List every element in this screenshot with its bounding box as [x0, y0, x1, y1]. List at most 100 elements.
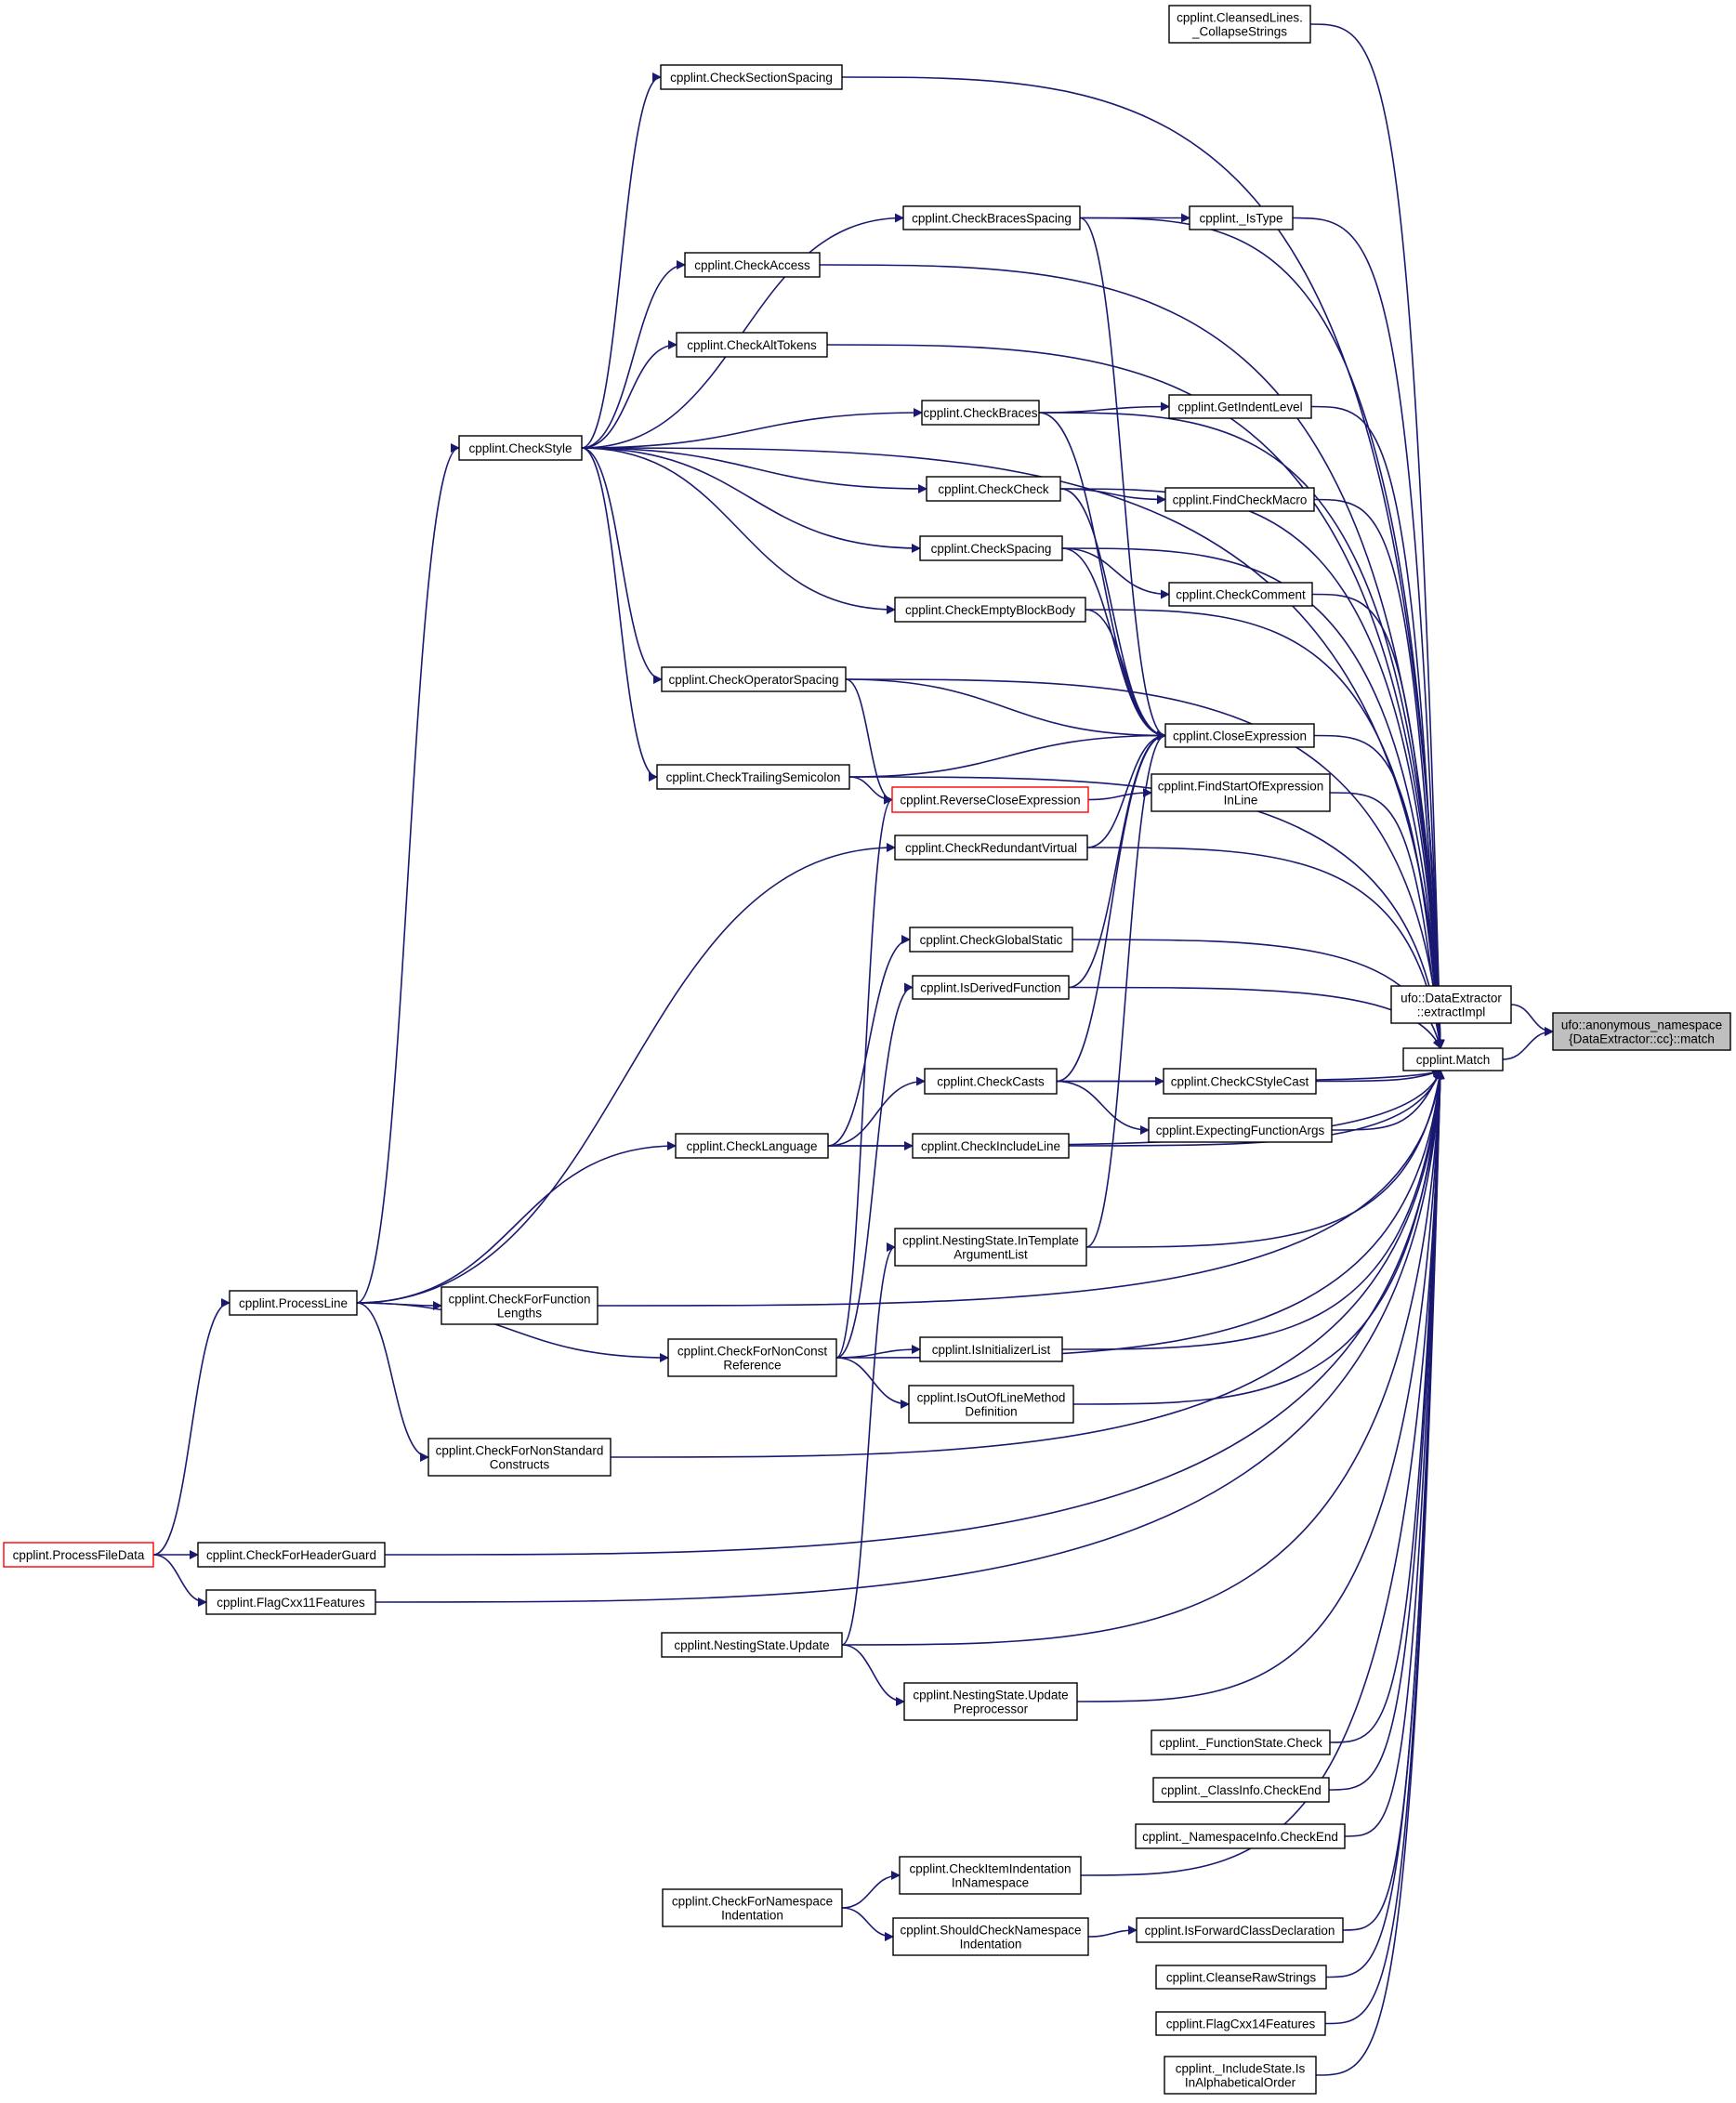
node-label: cpplint.FlagCxx11Features [217, 1596, 365, 1610]
node-box [1155, 2011, 1326, 2036]
node-is-type[interactable]: cpplint._IsType [1189, 205, 1294, 230]
node-function-state-check[interactable]: cpplint._FunctionState.Check [1151, 1729, 1331, 1755]
node-check-trailing-semicolon[interactable]: cpplint.CheckTrailingSemicolon [656, 764, 850, 790]
node-is-initializer-list[interactable]: cpplint.IsInitializerList [919, 1336, 1063, 1362]
edge [1502, 1027, 1554, 1060]
edge [1061, 547, 1445, 1049]
node-collapse-strings[interactable]: cpplint.CleansedLines._CollapseStrings [1168, 5, 1311, 44]
node-check-operator-spacing[interactable]: cpplint.CheckOperatorSpacing [661, 666, 847, 692]
node-box [3, 1542, 154, 1568]
node-expecting-function-args[interactable]: cpplint.ExpectingFunctionArgs [1148, 1117, 1333, 1143]
edges [152, 23, 1554, 2076]
node-namespace-info-check-end[interactable]: cpplint._NamespaceInfo.CheckEnd [1135, 1823, 1346, 1849]
node-check-include-line[interactable]: cpplint.CheckIncludeLine [912, 1133, 1070, 1159]
node-box [926, 476, 1061, 502]
edge [1315, 1070, 1445, 2076]
node-process-file-data[interactable]: cpplint.ProcessFileData [3, 1542, 154, 1568]
edge [581, 447, 663, 684]
node-close-expression[interactable]: cpplint.CloseExpression [1164, 723, 1315, 748]
node-box [229, 1290, 358, 1316]
edge [356, 1141, 677, 1304]
node-is-forward-class-declaration[interactable]: cpplint.IsForwardClassDeclaration [1136, 1917, 1344, 1943]
edge [1311, 593, 1445, 1049]
node-flag-cxx11-features[interactable]: cpplint.FlagCxx11Features [205, 1589, 376, 1615]
node-check-language[interactable]: cpplint.CheckLanguage [675, 1133, 829, 1159]
edge [152, 1298, 230, 1556]
node-class-info-check-end[interactable]: cpplint._ClassInfo.CheckEnd [1152, 1777, 1330, 1803]
node-box [894, 1228, 1087, 1267]
node-check-braces-spacing[interactable]: cpplint.CheckBracesSpacing [902, 205, 1081, 230]
node-check-casts[interactable]: cpplint.CheckCasts [924, 1068, 1058, 1095]
node-box [656, 764, 850, 790]
node-label: cpplint.CheckStyle [468, 441, 572, 455]
edge [1086, 730, 1166, 848]
node-box [197, 1542, 386, 1568]
node-check-for-header-guard[interactable]: cpplint.CheckForHeaderGuard [197, 1542, 386, 1568]
node-box [1164, 487, 1315, 512]
node-check-style[interactable]: cpplint.CheckStyle [458, 435, 583, 461]
edge [841, 1644, 905, 1706]
node-check-comment[interactable]: cpplint.CheckComment [1168, 582, 1313, 607]
edge [841, 1871, 901, 1909]
edge [1072, 939, 1443, 1049]
node-label: cpplint.CheckOperatorSpacing [668, 673, 838, 687]
node-label: cpplint.CheckBraces [923, 406, 1037, 420]
node-root[interactable]: ufo::anonymous_namespace{DataExtractor::… [1552, 1012, 1731, 1051]
node-nesting-state-update[interactable]: cpplint.NestingState.Update [661, 1632, 843, 1658]
node-check-redundant-virtual[interactable]: cpplint.CheckRedundantVirtual [894, 835, 1088, 861]
node-label: cpplint.CheckForFunction [448, 1293, 590, 1307]
node-check-alt-tokens[interactable]: cpplint.CheckAltTokens [676, 332, 828, 358]
node-check-section-spacing[interactable]: cpplint.CheckSectionSpacing [660, 64, 843, 90]
node-label: cpplint.CheckRedundantVirtual [905, 841, 1077, 855]
node-find-check-macro[interactable]: cpplint.FindCheckMacro [1164, 487, 1315, 512]
node-cleanse-raw-strings[interactable]: cpplint.CleanseRawStrings [1155, 1965, 1327, 1990]
node-check-check[interactable]: cpplint.CheckCheck [926, 476, 1061, 502]
node-in-template-argument-list[interactable]: cpplint.NestingState.InTemplateArgumentL… [894, 1228, 1087, 1267]
node-label: cpplint.ShouldCheckNamespace [900, 1924, 1081, 1938]
node-check-spacing[interactable]: cpplint.CheckSpacing [919, 535, 1063, 561]
node-process-line[interactable]: cpplint.ProcessLine [229, 1290, 358, 1316]
node-check-empty-block-body[interactable]: cpplint.CheckEmptyBlockBody [894, 597, 1086, 623]
edge [848, 776, 1445, 1049]
node-label: Preprocessor [953, 1702, 1029, 1716]
edge [581, 72, 662, 449]
edge [1310, 405, 1445, 1049]
node-match[interactable]: cpplint.Match [1402, 1047, 1504, 1071]
node-box [684, 252, 821, 278]
node-label: InAlphabeticalOrder [1185, 2076, 1296, 2090]
node-check-global-static[interactable]: cpplint.CheckGlobalStatic [909, 927, 1073, 953]
node-box [1151, 1729, 1331, 1755]
node-label: cpplint.IsInitializerList [932, 1343, 1051, 1357]
edge [845, 678, 893, 805]
node-label: cpplint.ReverseCloseExpression [900, 794, 1080, 808]
node-label: ufo::anonymous_namespace [1561, 1019, 1722, 1032]
node-label: cpplint.CheckCheck [938, 482, 1049, 496]
node-box [892, 1917, 1089, 1956]
node-box [427, 1438, 612, 1477]
node-is-in-alphabetical-order[interactable]: cpplint._IncludeState.IsInAlphabeticalOr… [1164, 2056, 1317, 2095]
node-reverse-close-expression[interactable]: cpplint.ReverseCloseExpression [891, 786, 1089, 813]
node-label: cpplint.CheckLanguage [686, 1139, 817, 1153]
node-check-c-style-cast[interactable]: cpplint.CheckCStyleCast [1163, 1068, 1317, 1095]
node-label: cpplint.CheckCStyleCast [1171, 1075, 1309, 1089]
node-check-braces[interactable]: cpplint.CheckBraces [921, 400, 1040, 426]
node-box [902, 205, 1081, 230]
node-is-derived-function[interactable]: cpplint.IsDerivedFunction [912, 975, 1070, 1000]
node-label: cpplint.FindCheckMacro [1173, 493, 1308, 507]
node-extract-impl[interactable]: ufo::DataExtractor::extractImpl [1390, 985, 1512, 1024]
node-flag-cxx14-features[interactable]: cpplint.FlagCxx14Features [1155, 2011, 1326, 2036]
node-get-indent-level[interactable]: cpplint.GetIndentLevel [1168, 394, 1312, 419]
edge [841, 1907, 894, 1941]
edge [1309, 23, 1445, 1049]
node-label: cpplint.ExpectingFunctionArgs [1156, 1124, 1325, 1137]
node-check-access[interactable]: cpplint.CheckAccess [684, 252, 821, 278]
